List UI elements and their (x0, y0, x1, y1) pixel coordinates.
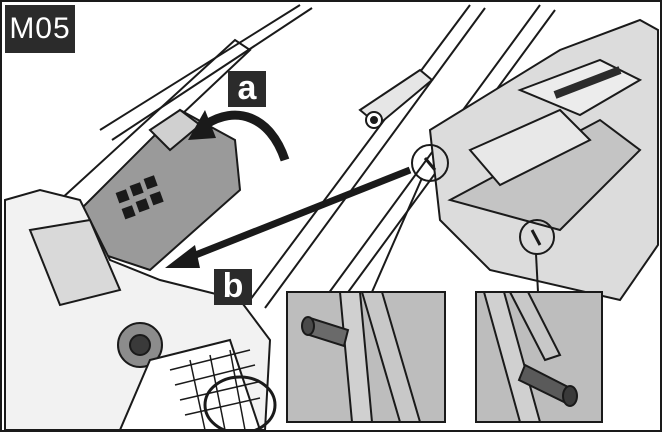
mower-body (4, 188, 272, 431)
wheel-grid (169, 349, 277, 432)
hook-marker-left (411, 144, 449, 182)
callout-b-label: b (214, 269, 252, 305)
grass-catcher-bag (428, 18, 659, 302)
leader-lines (371, 177, 539, 293)
detail-view-left (286, 291, 446, 423)
step-label-badge: M05 (5, 5, 75, 53)
detail-view-right (475, 291, 603, 423)
callout-a-label: a (228, 71, 266, 107)
straight-arrow-icon (165, 166, 412, 268)
handle-clamp (358, 68, 434, 129)
curved-arrow-icon (188, 110, 290, 162)
control-panel-icons (115, 175, 164, 220)
